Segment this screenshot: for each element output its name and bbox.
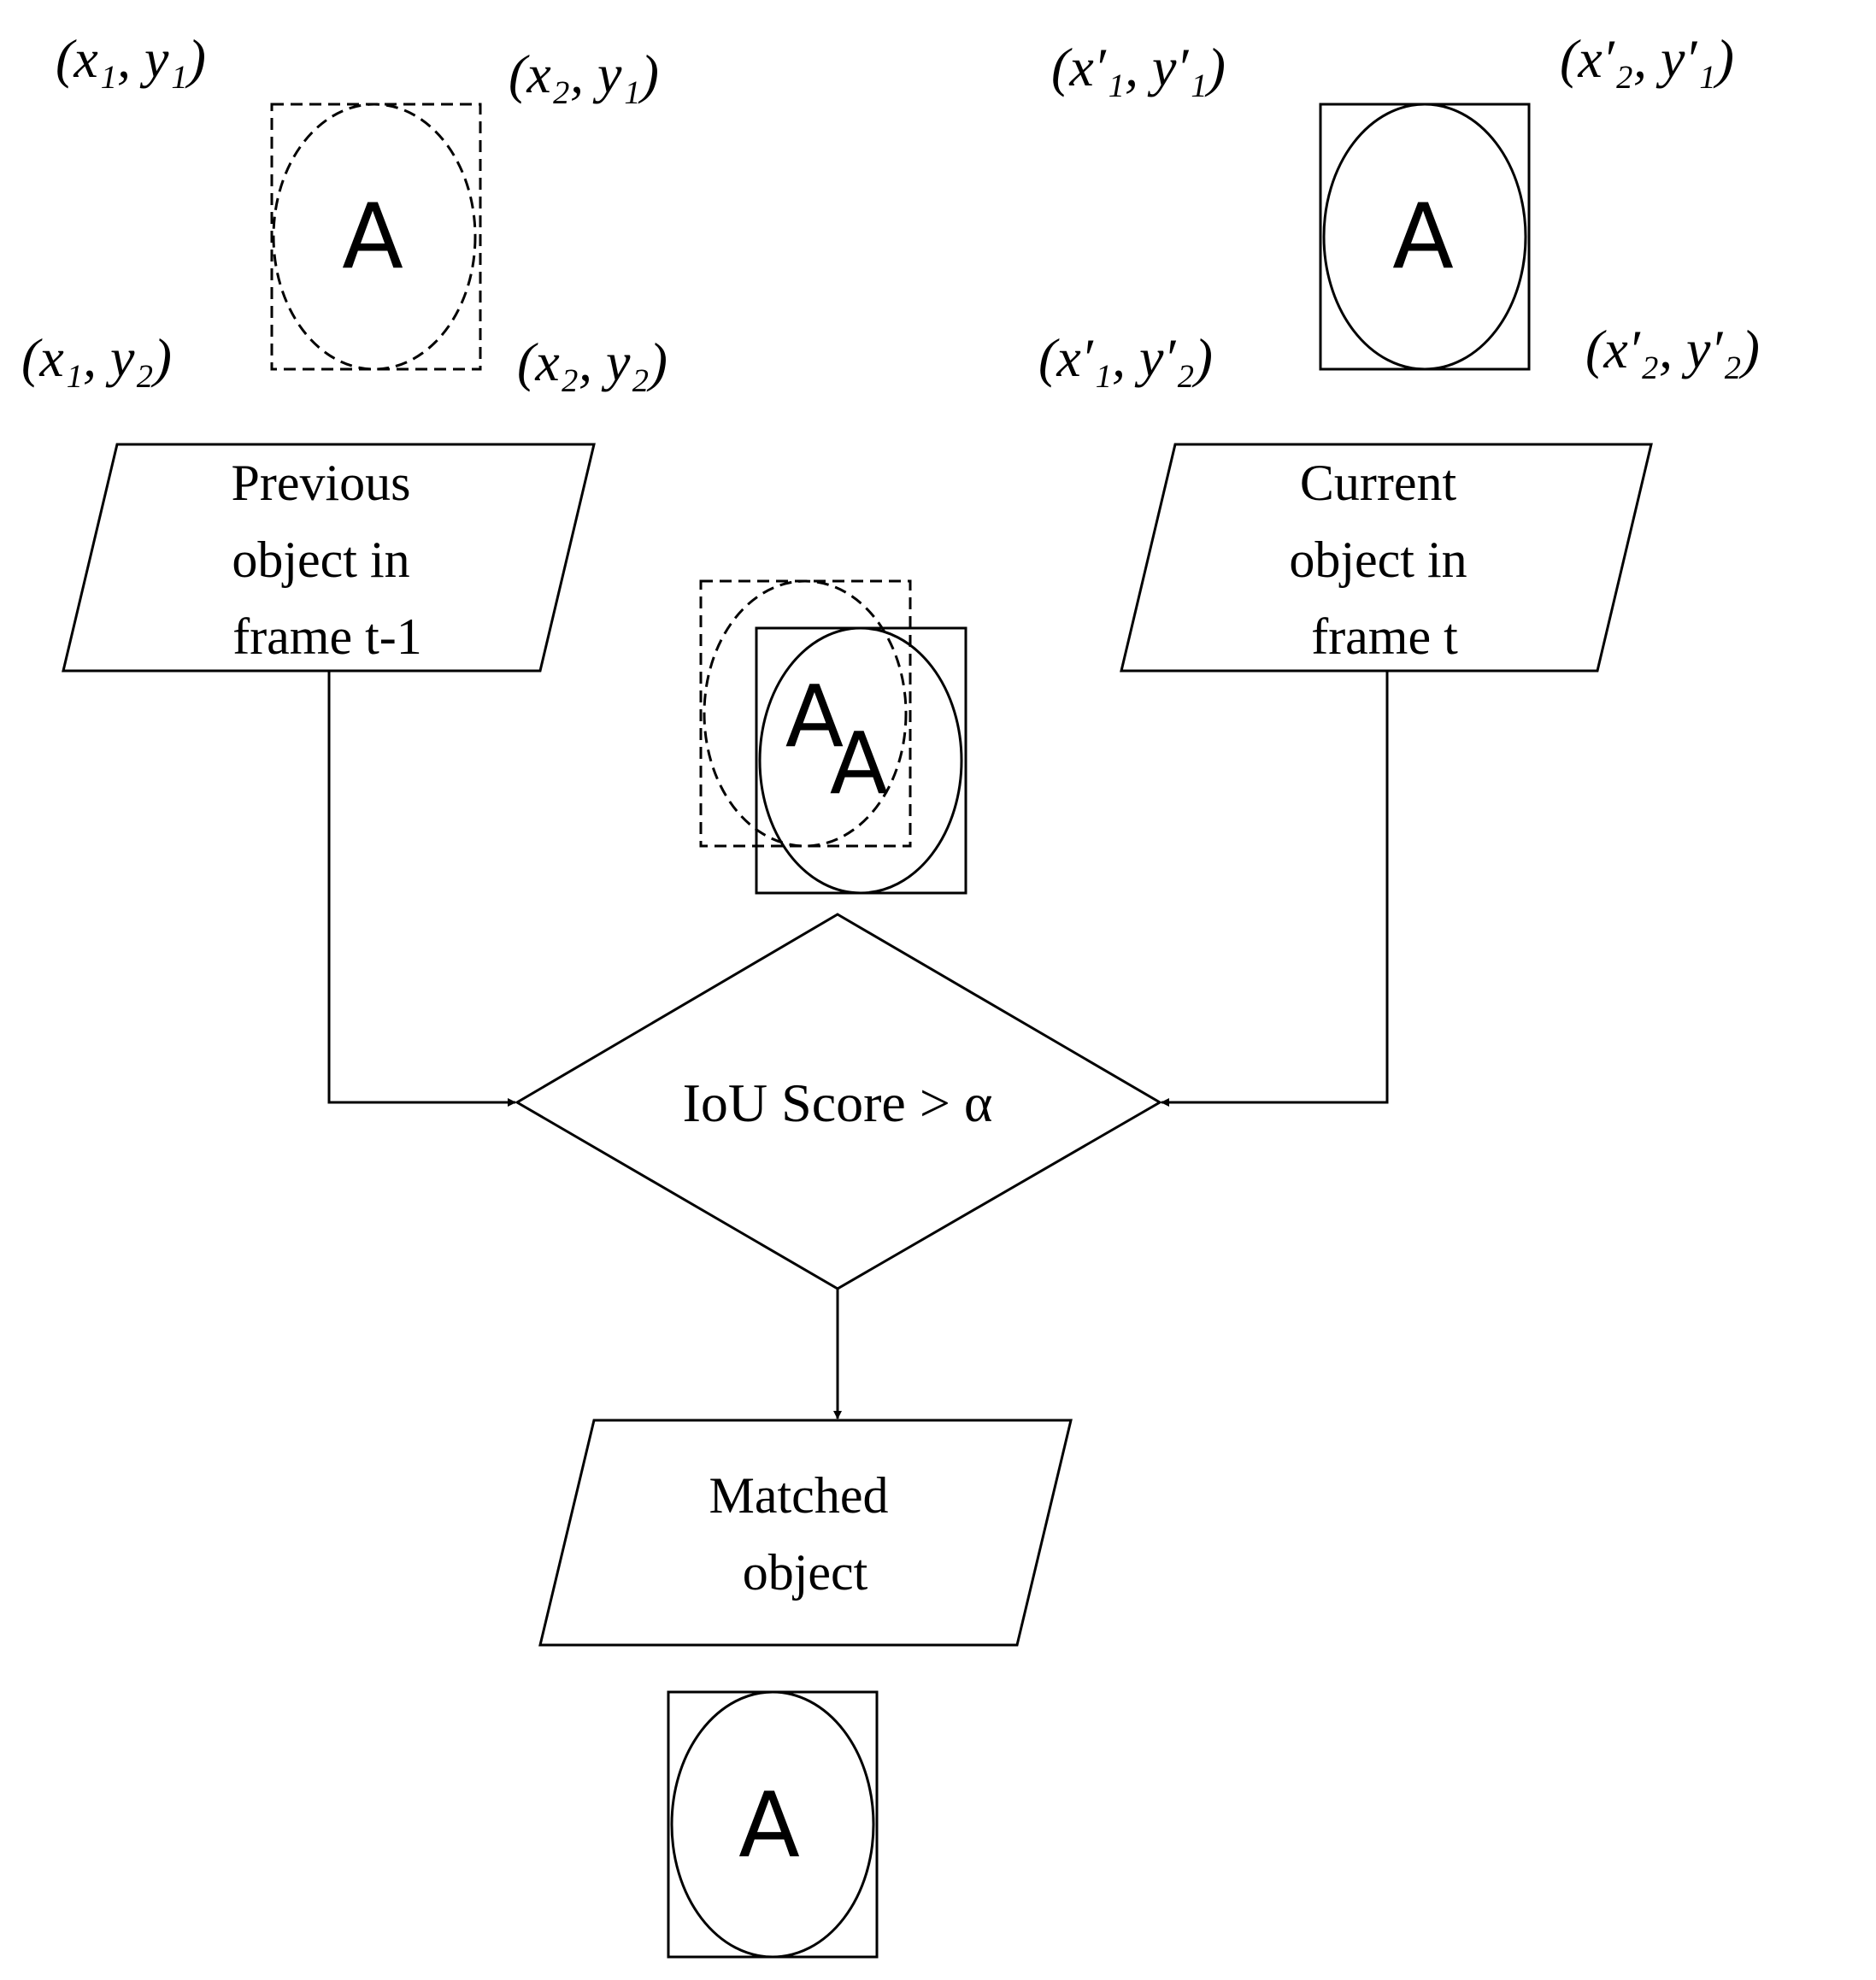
overlap-letter-previous: A (785, 667, 844, 767)
overlap-current-ellipse (758, 626, 963, 895)
overlap-letter-current: A (830, 714, 888, 814)
current-object-shape (1120, 443, 1653, 673)
curr-bottom-right-label: (x′₂, y′₂) (1585, 319, 1760, 379)
previous-bbox-group: A (270, 103, 482, 371)
matched-object-shape (538, 1419, 1073, 1647)
current-line-1: Current (1300, 455, 1457, 511)
current-object-node: Current object in frame t (1120, 443, 1653, 673)
previous-line-2: object in (232, 532, 409, 588)
current-line-2: object in (1289, 532, 1467, 588)
curr-bottom-left-label: (x′₁, y′₂) (1038, 327, 1213, 388)
previous-object-text: Previous object in frame t-1 (232, 455, 424, 665)
current-bbox-group: A (1319, 103, 1531, 371)
matched-object-text: Matched object (709, 1467, 902, 1601)
previous-object-letter: A (342, 185, 403, 289)
prev-bottom-left-label: (x₁, y₂) (21, 327, 172, 388)
previous-line-3: frame t-1 (232, 608, 422, 665)
current-object-text: Current object in frame t (1289, 455, 1479, 665)
matched-object-ellipse (670, 1690, 875, 1959)
current-object-letter: A (1392, 185, 1454, 289)
overlap-previous-ellipse (703, 579, 908, 848)
current-object-ellipse (1322, 103, 1527, 371)
connector-previous-to-decision (327, 671, 516, 1107)
prev-bottom-right-label: (x₂, y₂) (517, 332, 667, 392)
current-line-3: frame t (1311, 608, 1458, 665)
overlap-illustration: A A (699, 579, 967, 895)
curr-top-right-label: (x′₂, y′₁) (1560, 28, 1734, 89)
previous-object-ellipse (272, 103, 477, 371)
previous-object-node: Previous object in frame t-1 (62, 443, 596, 673)
prev-top-left-label: (x₁, y₁) (56, 28, 206, 89)
curr-top-left-label: (x′₁, y′₁) (1051, 37, 1226, 97)
matched-bbox-group: A (667, 1690, 879, 1959)
previous-line-1: Previous (232, 455, 411, 511)
prev-top-right-label: (x₂, y₁) (509, 44, 659, 104)
matched-line-1: Matched (709, 1467, 889, 1524)
matched-object-letter: A (738, 1773, 800, 1877)
matched-line-2: object (743, 1544, 868, 1601)
connector-current-to-decision (1161, 671, 1389, 1107)
previous-object-shape (62, 443, 596, 673)
matched-object-node: Matched object (538, 1419, 1073, 1647)
decision-node: IoU Score > α (515, 913, 1162, 1290)
decision-label: IoU Score > α (683, 1072, 993, 1133)
